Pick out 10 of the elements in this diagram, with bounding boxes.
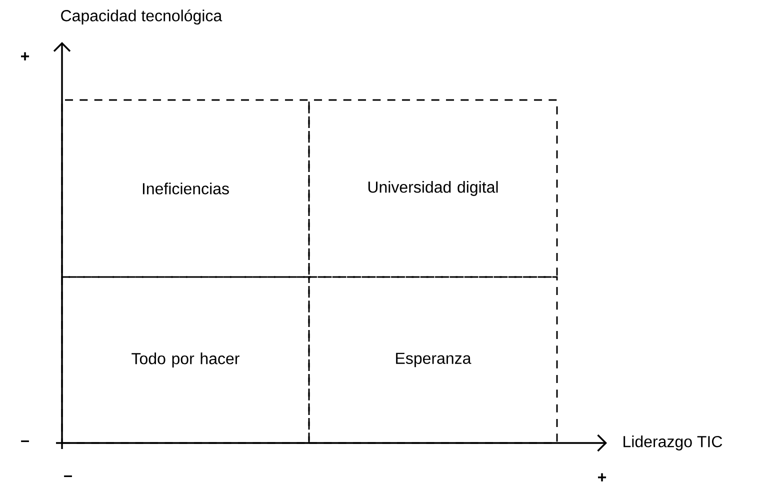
axis-title: Capacidad tecnológica	[61, 9, 222, 25]
axis-sign: –	[21, 440, 29, 442]
axis-sign: +	[598, 473, 606, 482]
quadrant-box: Ineficiencias	[61, 99, 310, 278]
axis-sign: +	[21, 52, 30, 60]
quadrant-box: Todo por hacer	[61, 276, 310, 444]
quadrant-box: Universidad digital	[308, 99, 558, 278]
quadrant-box: Esperanza	[308, 276, 558, 444]
axis-sign: –	[64, 475, 72, 478]
axis-title: Liderazgo TIC	[624, 436, 722, 450]
